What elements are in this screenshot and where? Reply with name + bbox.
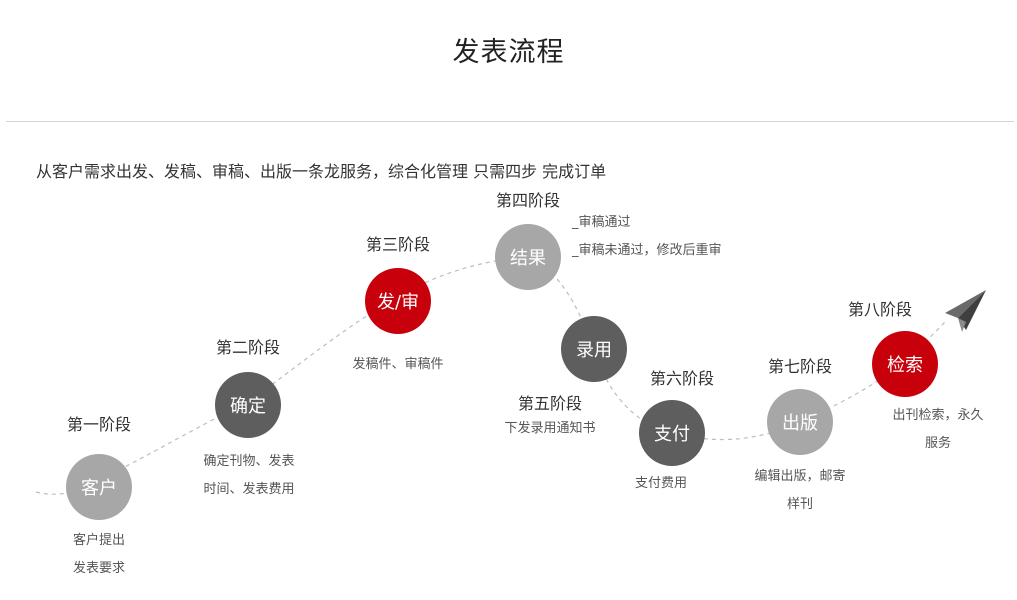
stage-3-label: 第三阶段 (365, 235, 431, 254)
stage-1-label: 第一阶段 (66, 415, 132, 434)
stage-7-desc: 编辑出版，邮寄 样刊 (754, 469, 846, 512)
stage-8-node: 检索 (872, 331, 938, 397)
stage-2-desc: 确定刊物、发表 时间、发表费用 (203, 454, 295, 497)
stage-6-node: 支付 (639, 400, 705, 466)
stage-4-label: 第四阶段 (495, 191, 561, 210)
stage-6-label: 第六阶段 (649, 369, 715, 388)
page-subtitle: 从客户需求出发、发稿、审稿、出版一条龙服务，综合化管理 只需四步 完成订单 (36, 162, 607, 181)
stage-3-desc: 发稿件、审稿件 (352, 357, 444, 372)
stage-4-desc: _审稿通过 _审稿未通过，修改后重审 (572, 215, 722, 258)
stage-7-label: 第七阶段 (767, 357, 833, 376)
stage-8-desc: 出刊检索，永久 服务 (892, 408, 984, 451)
stage-8-label: 第八阶段 (847, 300, 913, 319)
stage-2-label: 第二阶段 (215, 338, 281, 357)
page-title: 发表流程 (452, 37, 565, 68)
stage-5-node: 录用 (561, 316, 627, 382)
stage-1-desc: 客户提出 发表要求 (72, 533, 126, 576)
stage-3-node: 发/审 (365, 268, 431, 334)
stage-6-desc: 支付费用 (634, 476, 688, 491)
stage-5-label: 第五阶段 (517, 394, 583, 413)
stage-2-node: 确定 (215, 372, 281, 438)
stage-4-node: 结果 (495, 224, 561, 290)
stage-7-node: 出版 (767, 389, 833, 455)
paper-plane-icon (945, 290, 986, 332)
stage-1-node: 客户 (66, 454, 132, 520)
stage-5-desc: 下发录用通知书 (504, 421, 596, 436)
divider (6, 121, 1014, 122)
